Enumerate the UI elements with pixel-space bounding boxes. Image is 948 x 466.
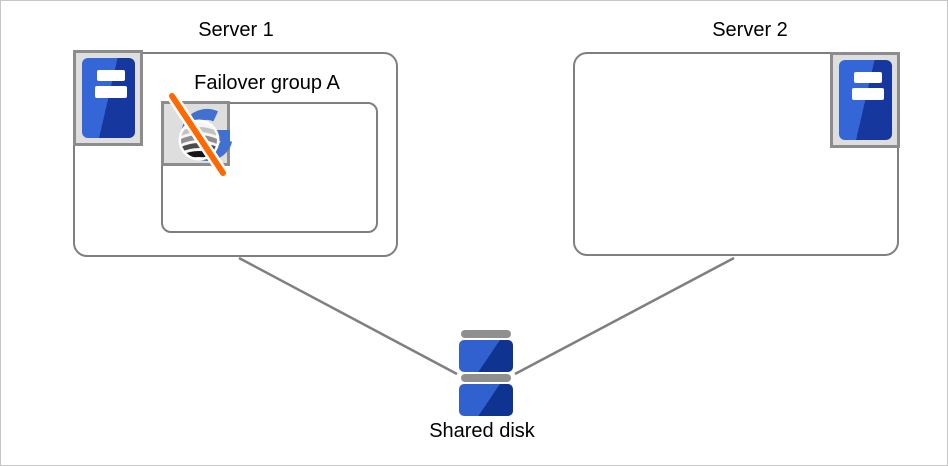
server1-box [73,52,398,257]
server-slot-bottom [95,86,127,98]
disk-body-top [459,340,513,372]
server-icon [73,50,143,146]
disk-cap-bottom [461,374,511,382]
server-icon [830,52,900,148]
shared-disk-icon [459,330,513,416]
group-icon [161,90,233,179]
failover-group-label: Failover group A [194,72,340,94]
server-slot-top [97,70,125,81]
connector-server1-to-disk [238,256,458,376]
shared-disk-label: Shared disk [429,420,535,442]
connector-server2-to-disk [514,256,735,376]
failover-group-box [161,102,378,233]
server-slot-top [854,72,882,83]
server-slot-bottom [852,88,884,100]
server1-label: Server 1 [198,19,274,41]
server2-box [573,52,899,256]
disk-body-bottom [459,384,513,416]
disk-cap-top [461,330,511,338]
server2-label: Server 2 [712,19,788,41]
stopped-slash-icon [169,93,226,176]
